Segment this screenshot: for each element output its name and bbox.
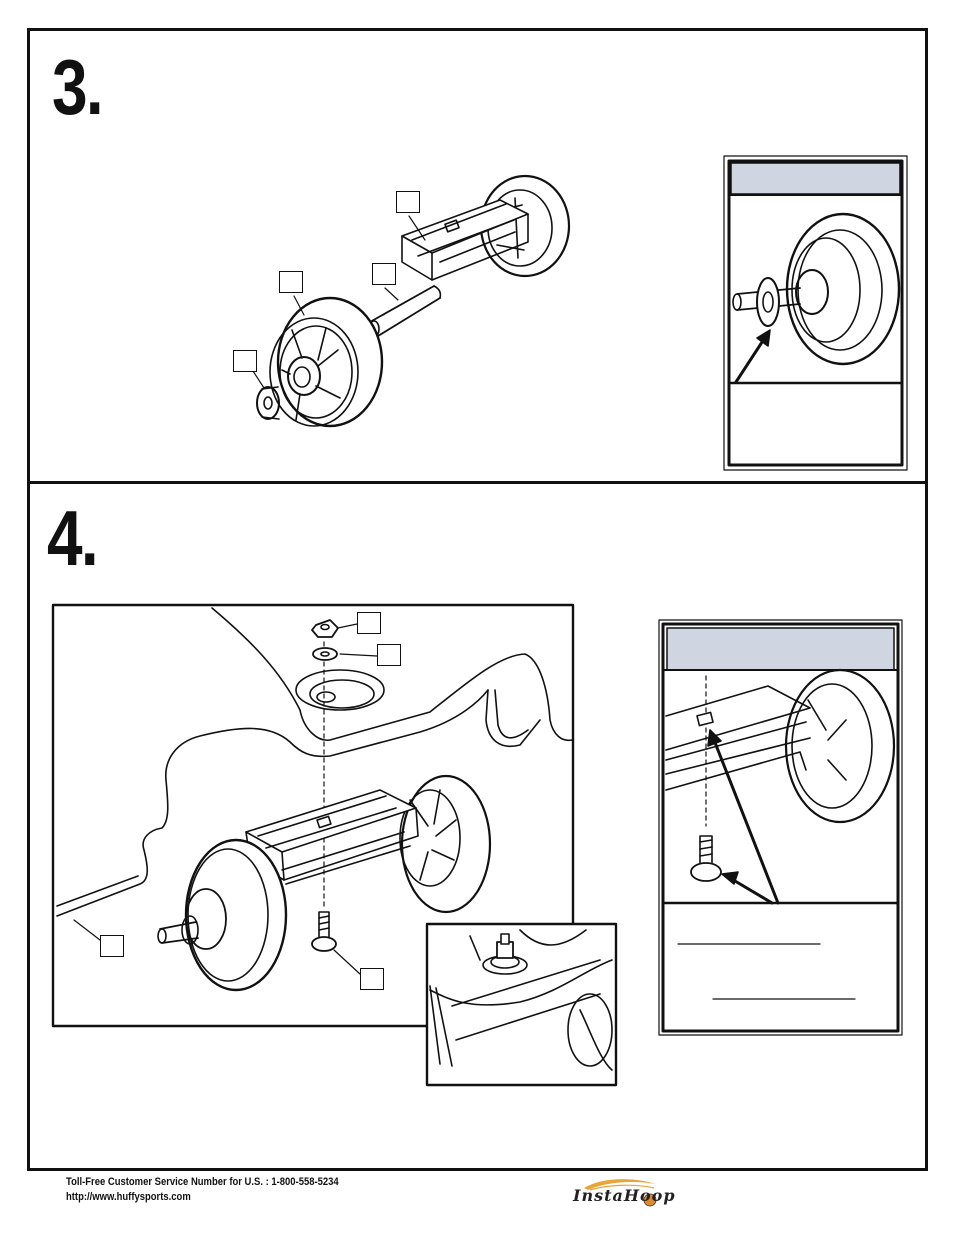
callout-box-nut [357,612,381,634]
callout-box-bracket [396,191,420,213]
step-4-detail-inset [658,619,903,1036]
step-3-axle-bracket-diagram [252,174,571,428]
callout-box-bolt [360,968,384,990]
instahoop-logo-text: InstaHoop [573,1186,676,1205]
footer-phone: Toll-Free Customer Service Number for U.… [66,1176,339,1188]
step-4-closeup-inset [425,922,618,1087]
step-4-panel [27,481,928,1171]
step-3-number: 3. [52,43,104,131]
callout-box-wheel [279,271,303,293]
step-3-detail-inset [723,155,908,471]
footer-website[interactable]: http://www.huffysports.com [66,1191,191,1203]
callout-box-flat-washer [377,644,401,666]
step-4-number: 4. [47,494,99,582]
callout-box-washer [233,350,257,372]
step-4-main-diagram [51,603,575,1028]
callout-box-base [100,935,124,957]
callout-box-axle [372,263,396,285]
instahoop-logo: InstaHoop [570,1178,675,1212]
